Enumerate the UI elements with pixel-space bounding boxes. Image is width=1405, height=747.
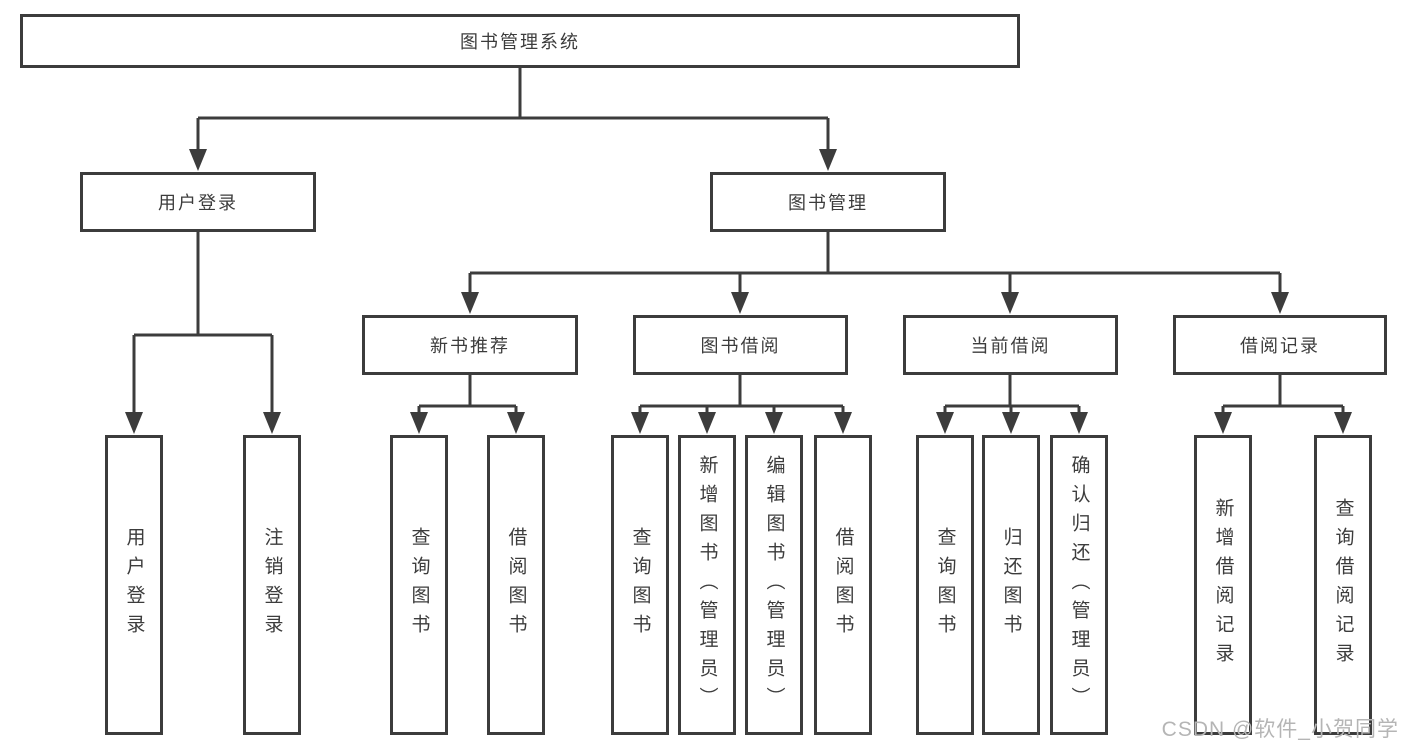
leaf-user-login-label: 用户登录 [123, 527, 145, 643]
leaf-return-book: 归还图书 [982, 435, 1040, 735]
node-current-borrow-group: 当前借阅 [903, 315, 1118, 375]
leaf-query-book-borrow-label: 查询图书 [629, 527, 651, 643]
node-current-borrow-label: 当前借阅 [970, 336, 1051, 356]
leaf-add-book-admin: 新增图书（管理员） [678, 435, 736, 735]
leaf-edit-book-admin: 编辑图书（管理员） [745, 435, 803, 735]
leaf-query-borrow-record-label: 查询借阅记录 [1332, 498, 1354, 672]
leaf-borrow-book-recommend: 借阅图书 [487, 435, 545, 735]
leaf-query-borrow-record: 查询借阅记录 [1314, 435, 1372, 735]
node-book-mgmt-label: 图书管理 [788, 193, 868, 213]
node-new-book-group: 新书推荐 [362, 315, 578, 375]
node-borrow-record-label: 借阅记录 [1240, 336, 1320, 356]
node-new-book-label: 新书推荐 [430, 336, 510, 356]
leaf-add-book-admin-label: 新增图书（管理员） [696, 454, 718, 716]
node-user-login-label: 用户登录 [158, 193, 238, 213]
node-book-mgmt-branch: 图书管理 [710, 172, 946, 232]
node-borrow-record-group: 借阅记录 [1173, 315, 1387, 375]
leaf-logout-label: 注销登录 [261, 527, 283, 643]
leaf-borrow-book: 借阅图书 [814, 435, 872, 735]
leaf-logout: 注销登录 [243, 435, 301, 735]
leaf-query-book-recommend-label: 查询图书 [408, 527, 430, 643]
leaf-edit-book-admin-label: 编辑图书（管理员） [763, 454, 785, 716]
leaf-confirm-return-admin: 确认归还（管理员） [1050, 435, 1108, 735]
node-book-borrow-label: 图书借阅 [700, 336, 781, 356]
leaf-borrow-book-label: 借阅图书 [832, 527, 854, 643]
leaf-query-book-current-label: 查询图书 [934, 527, 956, 643]
leaf-user-login: 用户登录 [105, 435, 163, 735]
node-user-login-branch: 用户登录 [80, 172, 316, 232]
leaf-add-borrow-record: 新增借阅记录 [1194, 435, 1252, 735]
node-book-borrow-group: 图书借阅 [633, 315, 848, 375]
csdn-watermark: CSDN @软件_小贺同学 [1161, 718, 1399, 741]
leaf-borrow-book-recommend-label: 借阅图书 [505, 527, 527, 643]
node-root-system: 图书管理系统 [20, 14, 1020, 68]
leaf-query-book-current: 查询图书 [916, 435, 974, 735]
leaf-query-book-recommend: 查询图书 [390, 435, 448, 735]
leaf-query-book-borrow: 查询图书 [611, 435, 669, 735]
leaf-add-borrow-record-label: 新增借阅记录 [1212, 498, 1234, 672]
node-root-label: 图书管理系统 [460, 32, 580, 52]
leaf-confirm-return-admin-label: 确认归还（管理员） [1068, 454, 1090, 716]
leaf-return-book-label: 归还图书 [1000, 527, 1022, 643]
